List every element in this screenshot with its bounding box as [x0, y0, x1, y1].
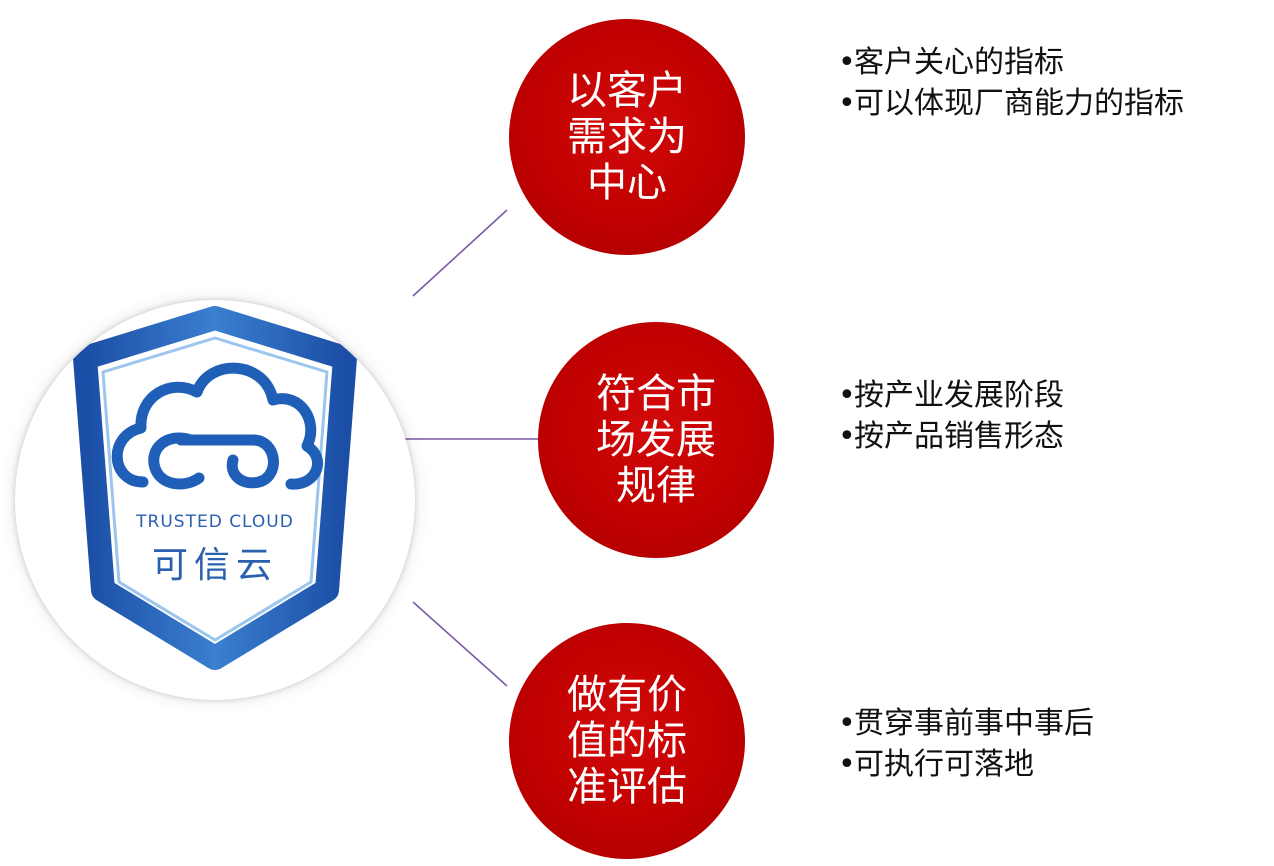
node-label: 以客户需求为中心 [567, 68, 687, 206]
connector-top [412, 209, 508, 297]
node-label: 做有价值的标准评估 [567, 672, 687, 810]
cloud-shield-icon [73, 306, 357, 670]
node-label: 符合市场发展规律 [596, 371, 716, 509]
connector-bottom [412, 601, 508, 687]
list-item: 可以体现厂商能力的指标 [838, 83, 1184, 124]
bullet-list-market: 按产业发展阶段 按产品销售形态 [838, 375, 1064, 457]
list-item: 按产业发展阶段 [838, 375, 1064, 416]
list-item: 可执行可落地 [838, 744, 1094, 785]
node-market-rules: 符合市场发展规律 [538, 322, 774, 558]
trusted-cloud-logo: TRUSTED CLOUD 可信云 [15, 300, 415, 700]
bullet-list-evaluation: 贯穿事前事中事后 可执行可落地 [838, 703, 1094, 785]
node-customer-centric: 以客户需求为中心 [509, 19, 745, 255]
bullet-list-customer: 客户关心的指标 可以体现厂商能力的指标 [838, 42, 1184, 124]
list-item: 客户关心的指标 [838, 42, 1184, 83]
list-item: 按产品销售形态 [838, 416, 1064, 457]
logo-english-name: TRUSTED CLOUD [136, 512, 294, 532]
list-item: 贯穿事前事中事后 [838, 703, 1094, 744]
logo-chinese-name: 可信云 [151, 545, 278, 586]
node-valuable-evaluation: 做有价值的标准评估 [509, 623, 745, 859]
